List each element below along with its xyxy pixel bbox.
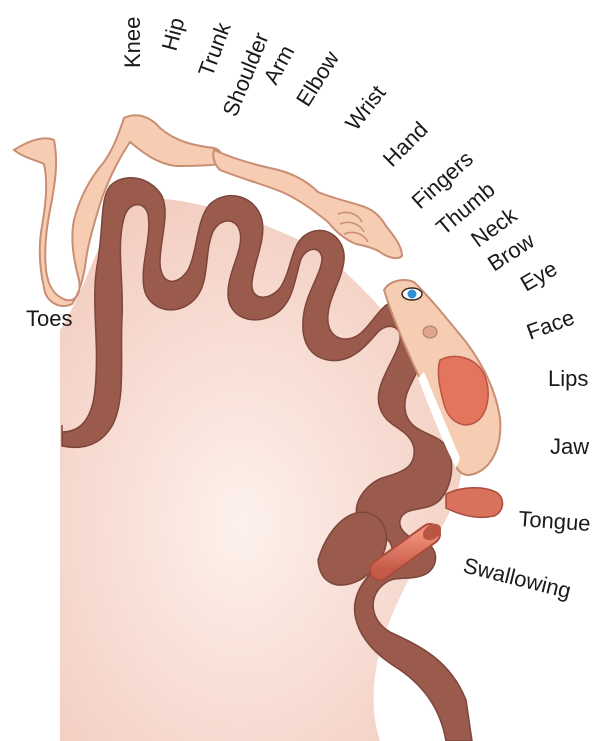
label-hand: Hand <box>378 117 433 172</box>
label-lips: Lips <box>548 366 588 391</box>
label-eye: Eye <box>516 256 561 297</box>
label-swallowing: Swallowing <box>461 553 574 604</box>
nose-shape <box>423 326 437 338</box>
label-toes: Toes <box>26 306 72 331</box>
label-jaw: Jaw <box>550 434 589 459</box>
eye-iris <box>408 290 417 299</box>
label-tongue: Tongue <box>518 506 592 536</box>
label-face: Face <box>523 304 578 344</box>
label-knee: Knee <box>120 17 145 68</box>
label-hip: Hip <box>157 15 190 53</box>
label-wrist: Wrist <box>340 81 390 136</box>
label-trunk: Trunk <box>193 18 236 80</box>
tongue-shape <box>446 488 503 518</box>
label-elbow: Elbow <box>291 46 344 110</box>
